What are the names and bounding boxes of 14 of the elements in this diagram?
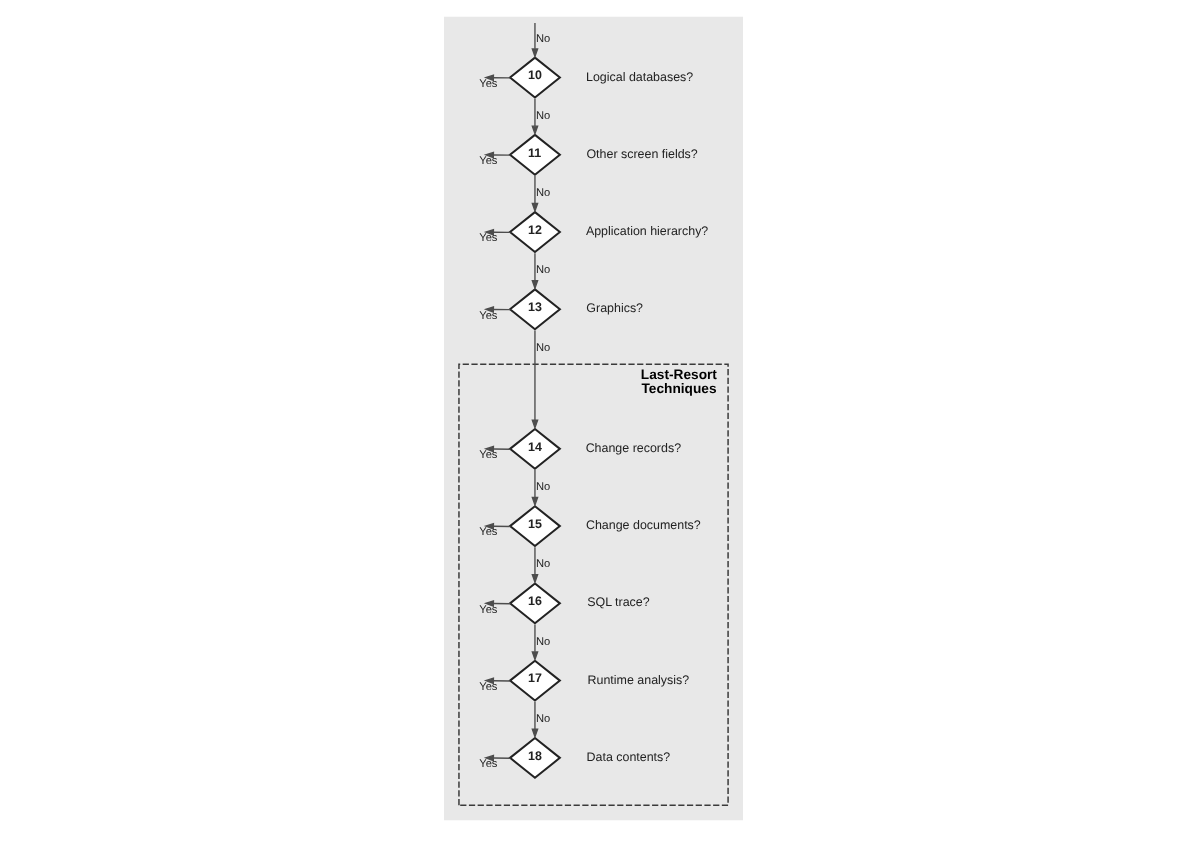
arrow xyxy=(531,22,539,59)
arrow xyxy=(483,74,512,82)
arrow xyxy=(531,329,539,430)
arrow xyxy=(531,175,539,213)
arrow xyxy=(531,546,539,585)
arrow xyxy=(531,623,539,662)
arrow xyxy=(531,469,539,507)
arrow xyxy=(483,445,512,453)
arrow xyxy=(483,151,512,159)
arrow xyxy=(483,677,512,685)
arrow xyxy=(531,98,539,136)
arrow xyxy=(531,252,539,291)
arrow xyxy=(483,754,512,762)
arrow xyxy=(531,701,539,739)
